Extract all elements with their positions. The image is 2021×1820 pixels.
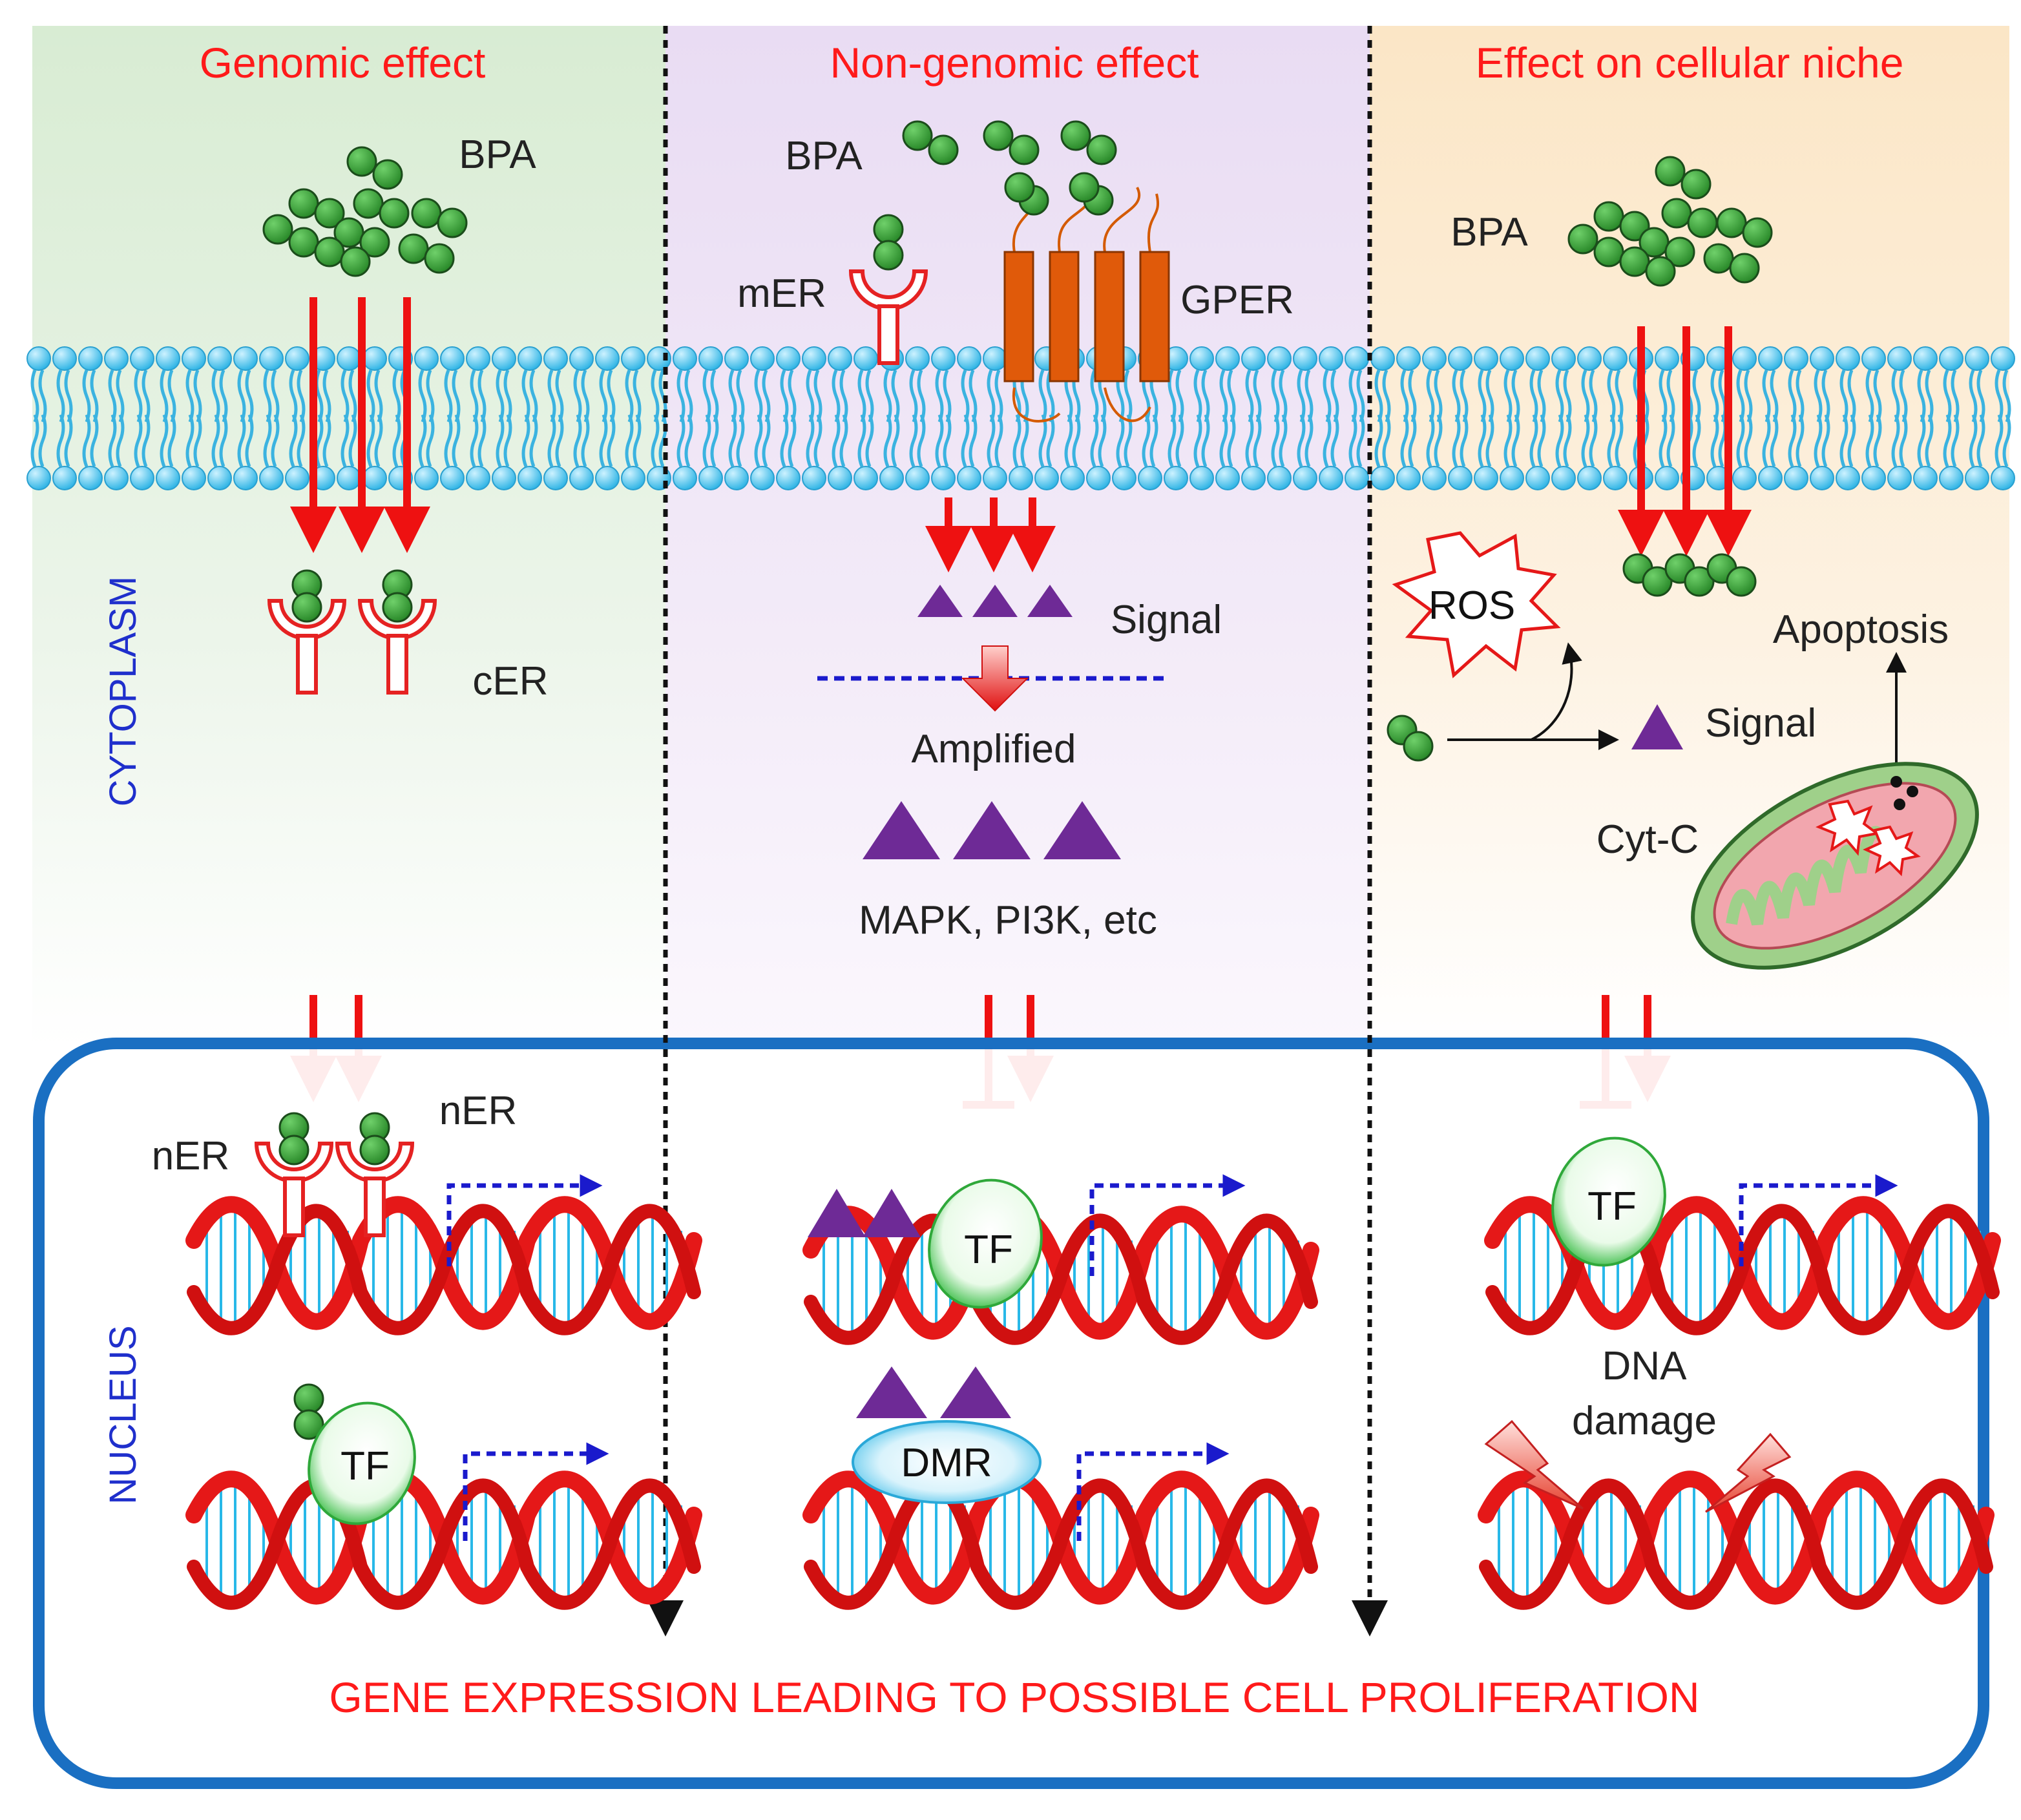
signal-triangles-amplified: [863, 801, 1121, 859]
ros-burst: [1392, 531, 1561, 678]
bpa-label-non-genomic: BPA: [785, 134, 863, 178]
dna-damage-label-1: DNA: [1602, 1344, 1688, 1388]
amplify-arrow: [961, 645, 1029, 712]
cer-label: cER: [472, 659, 548, 704]
cytc-label: Cyt-C: [1597, 817, 1699, 862]
bpa-label-niche: BPA: [1450, 210, 1528, 255]
tf-1: [308, 1401, 416, 1525]
tf-label-1: TF: [340, 1444, 390, 1489]
ner-label-1: nER: [152, 1134, 230, 1178]
ros-label: ROS: [1429, 583, 1515, 628]
ner-label-2: nER: [439, 1089, 518, 1133]
tf-2: [928, 1178, 1043, 1309]
apoptosis-label: Apoptosis: [1773, 607, 1949, 652]
gper-label: GPER: [1180, 278, 1294, 322]
cytoplasm-label: CYTOPLASM: [102, 576, 144, 807]
signal-label-niche: Signal: [1705, 701, 1816, 746]
signal-triangles-small: [917, 585, 1073, 617]
signal-triangle-niche: [1631, 704, 1683, 749]
mitochondrion: [1691, 762, 1979, 970]
tf-3: [1551, 1136, 1666, 1267]
mapk-label: MAPK, PI3K, etc: [859, 898, 1157, 943]
dna-damage-label-2: damage: [1572, 1399, 1717, 1443]
dmr: [852, 1420, 1042, 1504]
column-title-genomic: Genomic effect: [200, 39, 486, 87]
damage-bolt-1: [1484, 1419, 1584, 1510]
mer-label: mER: [737, 271, 826, 316]
bpa-label-genomic: BPA: [459, 132, 536, 177]
tf-label-2: TF: [964, 1228, 1013, 1272]
nucleus-label: NUCLEUS: [102, 1325, 144, 1504]
column-title-non-genomic: Non-genomic effect: [830, 39, 1199, 87]
damage-bolt-2: [1705, 1432, 1792, 1513]
footer-gene-expression: GENE EXPRESSION LEADING TO POSSIBLE CELL…: [329, 1673, 1699, 1721]
gper-receptor: [1003, 172, 1170, 423]
signal-label-non-genomic: Signal: [1111, 598, 1222, 642]
tf-label-3: TF: [1587, 1184, 1637, 1229]
column-title-cellular-niche: Effect on cellular niche: [1476, 39, 1904, 87]
amplified-label: Amplified: [912, 727, 1076, 771]
dmr-label: DMR: [901, 1441, 992, 1485]
